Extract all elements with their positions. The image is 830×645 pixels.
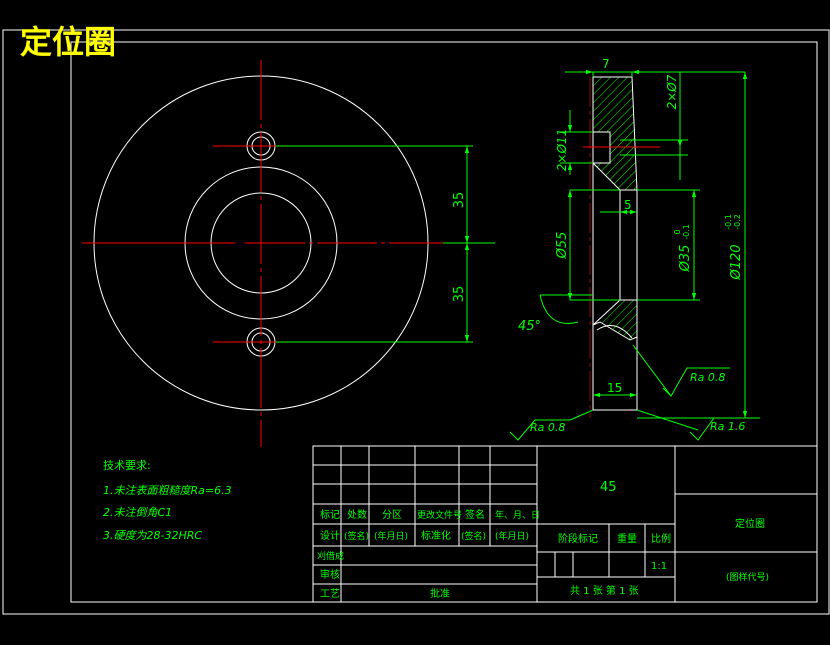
tb-stage-label: 阶段标记	[558, 532, 598, 545]
tb-row3-label: 刈借成	[317, 550, 344, 562]
notes-heading: 技术要求:	[103, 459, 151, 472]
tb-scale-label: 比例	[651, 532, 671, 545]
tb-standard-date: (年月日)	[495, 530, 529, 542]
tb-design-label: 设计	[320, 529, 340, 542]
title-block	[312, 445, 818, 603]
flange-hatch-bottom	[592, 299, 638, 341]
drawing-title: 定位圈	[20, 23, 116, 61]
roughness-3: Ra 1.6	[710, 420, 745, 433]
front-dim-upper: 35	[452, 192, 467, 209]
dim-pilot-tol: 0-0.1	[673, 224, 691, 240]
title-block-text: 标记 处数 分区 更改文件号 签名 年、月、日 设计 (签名) (年月日) 标准…	[317, 480, 769, 600]
dim-small-hole: 2×Ø7	[665, 74, 679, 109]
tb-header: 标记	[320, 509, 340, 521]
tb-material: 45	[600, 480, 617, 495]
tb-design-date: (年月日)	[374, 530, 408, 542]
tb-header: 年、月、日	[495, 509, 540, 521]
dim-counterbore: 2×Ø11	[555, 129, 569, 171]
dim-chamfer: 45°	[518, 319, 541, 334]
tb-standard-label: 标准化	[421, 529, 451, 542]
tb-standard-sign: (签名)	[461, 530, 486, 542]
tb-drawing-no: (图样代号)	[726, 571, 769, 583]
tb-sheets: 共 1 张 第 1 张	[570, 584, 639, 597]
tb-approve-label: 批准	[430, 587, 450, 600]
note-item: 2.未注倒角C1	[103, 506, 172, 519]
roughness-2: Ra 0.8	[690, 371, 725, 384]
tb-part-name: 定位圈	[735, 517, 765, 530]
section-view: 7 2×Ø7 2×Ø11 5 Ø55 Ø35 0-0.1 Ø120 -0.1-0…	[509, 57, 760, 441]
roughness-1: Ra 0.8	[530, 421, 565, 434]
dim-outer-tol: -0.1-0.2	[724, 214, 742, 230]
tb-header: 更改文件号	[417, 509, 462, 521]
front-dim-lower: 35	[452, 286, 467, 303]
dim-hub-width: 15	[607, 381, 622, 395]
technical-notes: 技术要求: 1.未注表面粗糙度Ra=6.3 2.未注倒角C1 3.硬度为28-3…	[103, 459, 232, 542]
tb-header: 签名	[465, 508, 485, 521]
outer-frame	[2, 29, 830, 615]
tb-header: 处数	[347, 508, 367, 521]
tb-check-label: 审核	[320, 568, 340, 581]
tb-design-sign: (签名)	[344, 530, 369, 542]
dim-depth: 5	[624, 198, 632, 212]
tb-header: 分区	[382, 509, 402, 521]
dim-outer: Ø120	[729, 244, 744, 280]
dim-bore: Ø55	[555, 232, 570, 260]
note-item: 1.未注表面粗糙度Ra=6.3	[103, 484, 232, 497]
centerlines	[82, 60, 443, 447]
front-view: 35 35	[82, 60, 495, 447]
dim-pilot: Ø35	[678, 245, 693, 273]
dim-top-width: 7	[602, 57, 610, 71]
tb-weight-label: 重量	[617, 532, 637, 545]
note-item: 3.硬度为28-32HRC	[103, 529, 202, 542]
tb-scale-value: 1:1	[651, 561, 667, 572]
tb-process-label: 工艺	[320, 588, 340, 600]
